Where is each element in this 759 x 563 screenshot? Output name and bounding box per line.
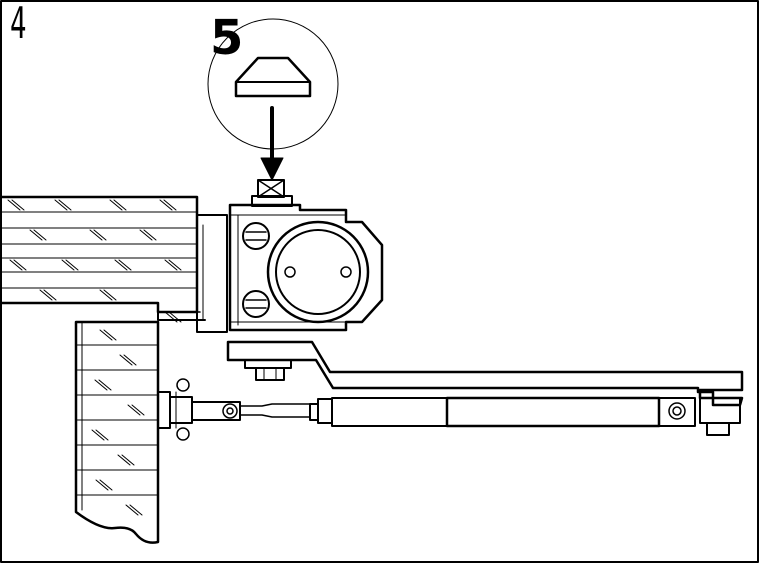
main-arm — [226, 340, 744, 436]
callout-number: 5 — [210, 10, 244, 66]
door-leaf — [74, 320, 160, 544]
arrow-down — [260, 106, 284, 181]
step-number: 4 — [10, 0, 27, 49]
door-frame-lintel — [0, 195, 206, 323]
cover-cap-detail — [234, 56, 312, 98]
forearm-rod — [157, 378, 696, 441]
closer-body — [228, 203, 384, 332]
spindle-top — [251, 179, 293, 207]
mounting-plate — [196, 214, 228, 333]
